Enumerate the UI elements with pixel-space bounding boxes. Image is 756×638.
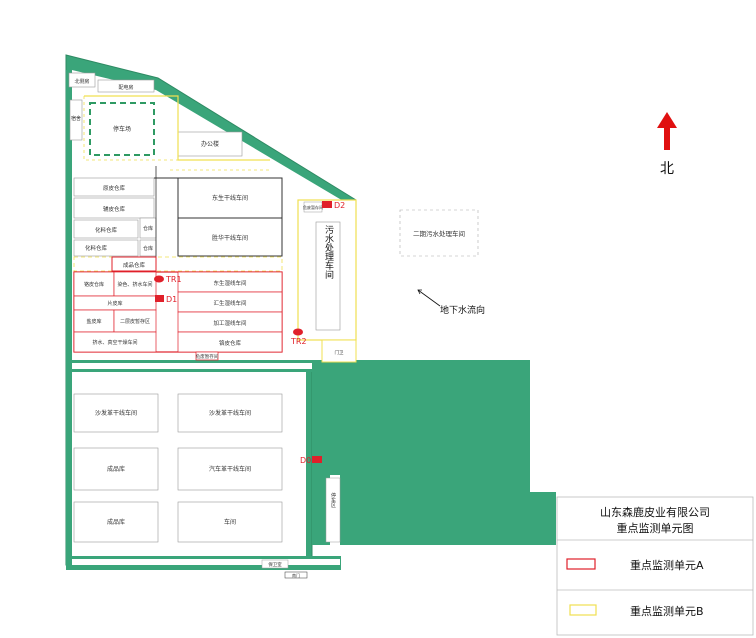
building-label: 东生湿线车间 [213, 279, 246, 287]
building-label: 东生干线车间 [212, 194, 248, 202]
building-label: 仓库 [143, 245, 153, 252]
groundwater-flow-label: 地下水流向 [440, 304, 485, 316]
building-label: 加工湿线车间 [213, 319, 246, 327]
south-plot: 沙发革干线车间 沙发革干线车间 成品库 汽车革干线车间 成品库 车间 停车区 保… [73, 393, 341, 579]
building-label: 汽车革干线车间 [209, 465, 251, 473]
legend-label-b: 重点监测单元B [630, 604, 704, 618]
d0-marker [312, 456, 322, 463]
north-plot: 北侧房 配电房 宿舍 停车场 办公楼 原皮仓库 辅皮仓库 化料仓库 化料仓库 仓… [68, 72, 479, 363]
building-label: 染色、挤水车间 [117, 281, 152, 288]
north-arrow: 北 [657, 112, 677, 177]
building-label: 宿舍 [71, 115, 81, 122]
legend-label-a: 重点监测单元A [630, 558, 704, 572]
building-label: 二期污水处理车间 [413, 229, 465, 238]
building-label: 辅皮仓库 [103, 205, 126, 213]
d1-marker [155, 295, 164, 302]
tr1-marker [154, 275, 164, 283]
building-label: 铬皮仓库 [219, 339, 242, 347]
building-label: 铬皮仓库 [84, 281, 104, 288]
building-label: 胜华干线车间 [212, 234, 248, 242]
legend-swatch-b [569, 604, 597, 616]
building-label: 挤水、真空干燥车间 [92, 339, 137, 346]
building-label: 北侧房 [74, 78, 89, 85]
legend-swatch-a [566, 558, 596, 570]
building-label: 片皮库 [107, 300, 122, 307]
building-label: 原皮仓库 [103, 184, 126, 192]
building-label: 车间 [224, 518, 236, 526]
building-label: 成品库 [107, 465, 125, 473]
building-label: 南门 [292, 572, 300, 578]
building-label: 保卫室 [268, 561, 282, 568]
building-label: 门卫 [335, 349, 344, 356]
building-label: 配电房 [118, 84, 133, 91]
building-label: 危废暂存间 [303, 204, 323, 210]
building-label: 办公楼 [201, 140, 219, 148]
building-label: 危废暂存间 [196, 353, 219, 360]
building-label: 盐皮库 [86, 318, 101, 325]
building-label: 成品仓库 [123, 261, 146, 269]
d1-label: D1 [166, 295, 177, 304]
tr1-label: TR1 [165, 275, 182, 284]
building-label: 污水处理车间 [323, 224, 334, 280]
building-label: 汇生湿线车间 [213, 299, 246, 307]
building-label: 化料仓库 [85, 244, 108, 252]
title-line2: 重点监测单元图 [617, 521, 694, 535]
title-line1: 山东森鹿皮业有限公司 [600, 505, 710, 519]
legend: 山东森鹿皮业有限公司 重点监测单元图 重点监测单元A 重点监测单元B [556, 496, 754, 636]
north-label: 北 [660, 161, 674, 177]
groundwater-flow: 地下水流向 [417, 289, 485, 316]
building-label: 停车场 [113, 125, 131, 133]
monitoring-points: TR1 D1 TR2 D2 D0 [154, 201, 345, 465]
building-label: 停车区 [330, 492, 336, 508]
building-label: 沙发革干线车间 [209, 409, 251, 417]
building-label: 二层皮暂存区 [120, 318, 150, 325]
d2-label: D2 [334, 201, 345, 210]
tr2-label: TR2 [290, 337, 307, 346]
d0-label: D0 [300, 456, 311, 465]
building-label: 成品库 [107, 518, 125, 526]
d2-marker [322, 201, 332, 208]
building-label: 化料仓库 [95, 226, 118, 234]
building-label: 仓库 [143, 225, 153, 232]
tr2-marker [293, 328, 303, 336]
building-label: 沙发革干线车间 [95, 409, 137, 417]
